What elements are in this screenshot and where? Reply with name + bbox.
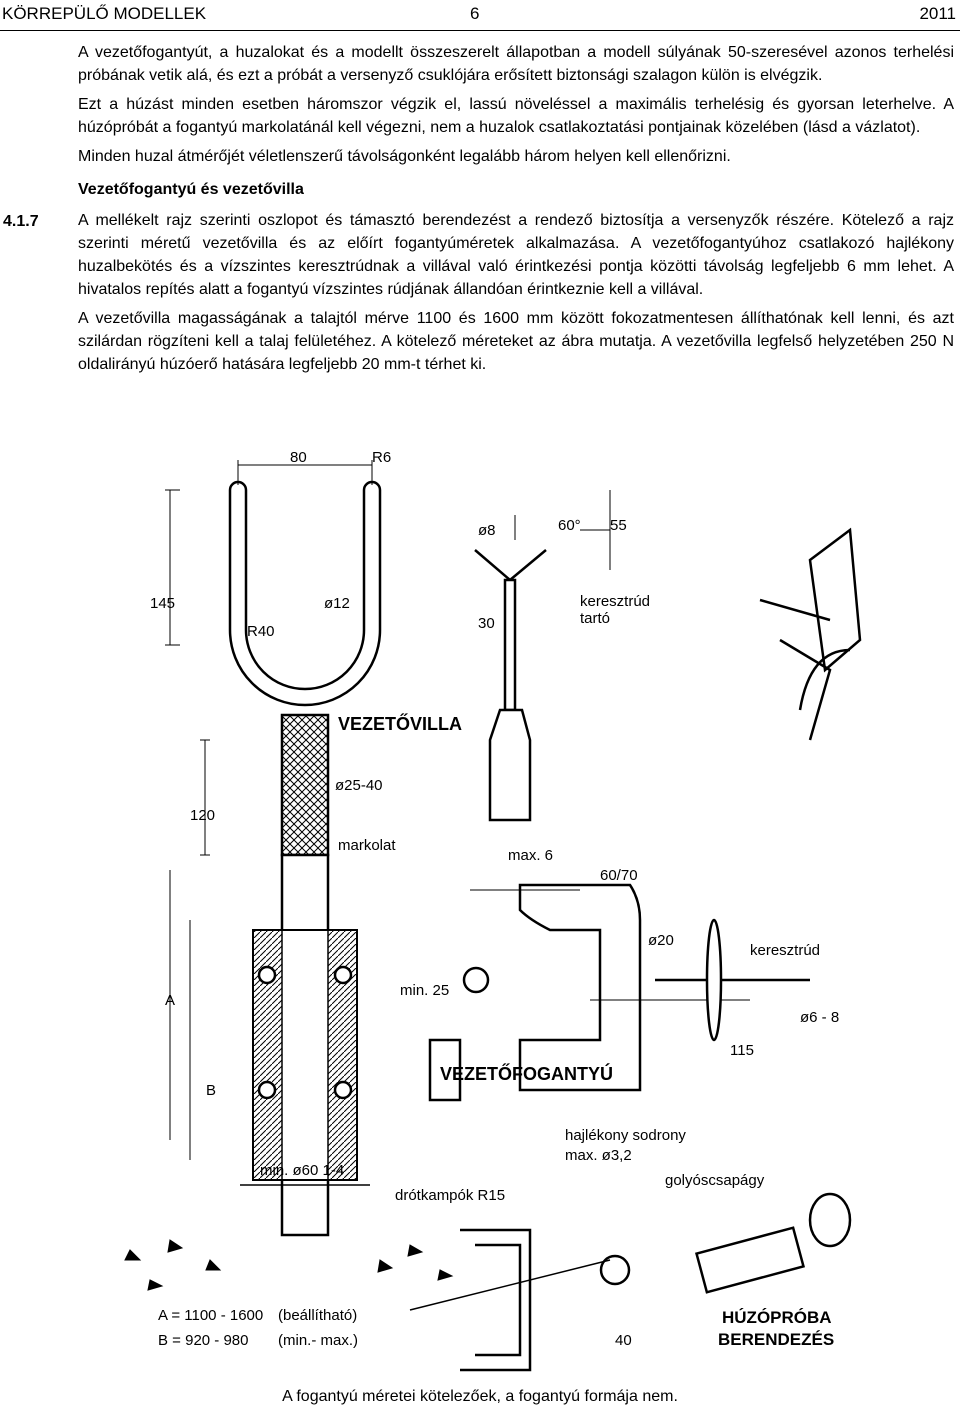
paragraph: A vezetőfogantyút, a huzalokat és a mode… <box>78 44 954 84</box>
note-text: (beállítható) <box>278 1307 357 1324</box>
handle-drawing <box>428 549 642 1102</box>
section-number: 4.1.7 <box>3 213 39 230</box>
page-body: A vezetőfogantyút, a huzalokat és a mode… <box>78 41 954 382</box>
dim-label: min. ø60 1-4 <box>260 1162 344 1179</box>
dim-label: R6 <box>372 449 391 466</box>
ground-marks <box>124 1239 454 1291</box>
header-title: KÖRREPÜLŐ MODELLEK <box>2 4 207 23</box>
part-label: max. ø3,2 <box>565 1147 632 1164</box>
note-text: A = 1100 - 1600 <box>158 1307 263 1324</box>
dim-label: 120 <box>190 807 215 824</box>
dim-label: ø8 <box>478 522 496 539</box>
paragraph: A vezetővilla magasságának a talajtól mé… <box>78 310 954 373</box>
crossbar-drawing <box>655 918 810 1042</box>
note-text: B = 920 - 980 <box>158 1332 248 1349</box>
dim-label: 80 <box>290 449 307 466</box>
handle-labels: ø8 60° 55 keresztrúd tartó 30 max. 6 60/… <box>400 517 839 1084</box>
dim-label: min. 25 <box>400 982 449 999</box>
header-year: 2011 <box>919 4 956 23</box>
technical-drawing: 80 R6 145 ø12 R40 VEZETŐVILLA ø25-40 120… <box>110 440 960 1390</box>
dim-label: R40 <box>247 623 275 640</box>
part-label: markolat <box>338 837 396 854</box>
part-label: drótkampók R15 <box>395 1187 505 1204</box>
part-label: keresztrúd <box>750 942 820 959</box>
drawing-svg: 80 R6 145 ø12 R40 VEZETŐVILLA ø25-40 120… <box>124 449 862 1372</box>
dim-label: ø12 <box>324 595 350 612</box>
paragraph: Minden huzal átmérőjét véletlenszerű táv… <box>78 148 731 165</box>
section-title: Vezetőfogantyú és vezetővilla <box>78 181 304 198</box>
pulltest-drawing <box>409 1192 852 1372</box>
drawing-title: VEZETŐFOGANTYÚ <box>440 1063 613 1084</box>
perspective-sketch <box>759 527 862 741</box>
part-label: keresztrúd <box>580 593 650 610</box>
drawing-title: VEZETŐVILLA <box>338 713 462 734</box>
part-label: tartó <box>580 610 610 627</box>
drawing-title: BERENDEZÉS <box>718 1330 834 1349</box>
dim-label: 40 <box>615 1332 632 1349</box>
dim-label: 115 <box>730 1042 754 1059</box>
dim-label: 55 <box>610 517 627 534</box>
fork-drawing <box>228 480 382 1237</box>
pulltest-labels: hajlékony sodrony max. ø3,2 golyóscsapág… <box>395 1127 834 1349</box>
dim-label: 60/70 <box>600 867 638 884</box>
fork-dimensions <box>165 460 373 1160</box>
page-number: 6 <box>470 4 480 23</box>
part-label: hajlékony sodrony <box>565 1127 686 1144</box>
figure-caption: A fogantyú méretei kötelezőek, a foganty… <box>282 1388 678 1405</box>
note-text: (min.- max.) <box>278 1332 358 1349</box>
drawing-title: HÚZÓPRÓBA <box>722 1308 832 1327</box>
handle-dimensions <box>470 490 750 1001</box>
part-label: golyóscsapágy <box>665 1172 765 1189</box>
paragraph: A mellékelt rajz szerinti oszlopot és tá… <box>78 212 954 298</box>
dim-label: ø25-40 <box>335 777 383 794</box>
paragraph: Ezt a húzást minden esetben háromszor vé… <box>78 96 954 136</box>
dim-label: max. 6 <box>508 847 553 864</box>
dim-label: A <box>165 992 175 1009</box>
dim-label: ø6 - 8 <box>800 1009 839 1026</box>
dim-label: 60° <box>558 517 581 534</box>
dim-label: ø20 <box>648 932 674 949</box>
dim-label: 30 <box>478 615 495 632</box>
page-header: KÖRREPÜLŐ MODELLEK 6 2011 <box>0 0 960 31</box>
dim-label: B <box>206 1082 216 1099</box>
dim-label: 145 <box>150 595 175 612</box>
fork-labels: 80 R6 145 ø12 R40 VEZETŐVILLA ø25-40 120… <box>150 449 462 1349</box>
